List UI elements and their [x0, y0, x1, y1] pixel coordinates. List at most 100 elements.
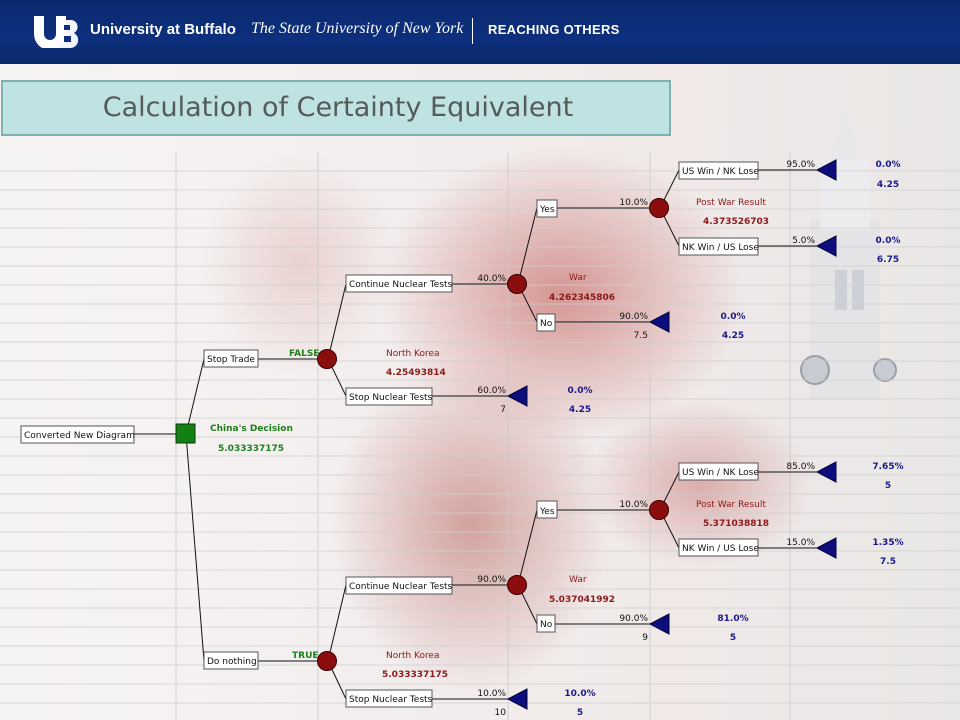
chance-node-war-bottom	[507, 575, 527, 595]
chance-value-post-war-top: 4.373526703	[703, 217, 769, 227]
value-no-bottom: 9	[642, 633, 648, 643]
branch-do-nothing: Do nothing	[207, 657, 257, 667]
chance-value-war-bottom: 5.037041992	[549, 595, 615, 605]
chance-name-post-war-top: Post War Result	[696, 198, 766, 208]
suny-name: The State University of New York	[251, 20, 464, 37]
terminal-triangle	[815, 159, 837, 181]
prob-nk-win-bottom: 15.0%	[786, 538, 815, 548]
payoff-stop-tests-bottom: 5	[577, 708, 583, 718]
chance-node-post-war-bottom	[649, 500, 669, 520]
bottom-no-box	[536, 614, 556, 633]
path-prob-stop-tests-top: 0.0%	[568, 386, 593, 396]
root-label-box	[20, 425, 135, 444]
prob-stop-tests-top: 60.0%	[477, 386, 506, 396]
prob-us-win-top: 95.0%	[786, 160, 815, 170]
header-tagline: REACHING OTHERS	[488, 22, 620, 37]
terminal-triangle	[648, 613, 670, 635]
top-stop-tests-box	[345, 387, 433, 406]
terminal-triangle	[815, 461, 837, 483]
decision-value: 5.033337175	[218, 444, 284, 454]
bottom-stop-tests-box	[345, 689, 433, 708]
path-prob-nk-win-bottom: 1.35%	[872, 538, 903, 548]
campus-background-photo	[0, 64, 960, 720]
payoff-nk-win-top: 6.75	[877, 255, 899, 265]
path-prob-nk-win-top: 0.0%	[876, 236, 901, 246]
payoff-us-win-bottom: 5	[885, 481, 891, 491]
top-no-box	[536, 313, 556, 332]
chance-name-north-korea-bottom: North Korea	[386, 651, 440, 661]
path-prob-us-win-top: 0.0%	[876, 160, 901, 170]
payoff-stop-tests-top: 4.25	[569, 405, 591, 415]
bottom-yes-box	[536, 500, 558, 519]
prob-stop-tests-bottom: 10.0%	[477, 689, 506, 699]
prob-no-top: 90.0%	[619, 312, 648, 322]
payoff-us-win-top: 4.25	[877, 180, 899, 190]
branch-yes-bottom: Yes	[539, 507, 555, 517]
flag-true: TRUE	[292, 651, 319, 661]
chance-node-north-korea-bottom	[317, 651, 337, 671]
path-prob-stop-tests-bottom: 10.0%	[564, 689, 595, 699]
top-yes-box	[536, 199, 558, 218]
top-continue-tests-box	[345, 274, 453, 293]
terminal-triangle	[506, 688, 528, 710]
terminal-triangle	[815, 537, 837, 559]
prob-nk-win-top: 5.0%	[792, 236, 815, 246]
slide-title-box: Calculation of Certainty Equivalent	[1, 80, 671, 136]
path-prob-us-win-bottom: 7.65%	[872, 462, 903, 472]
payoff-nk-win-bottom: 7.5	[880, 557, 896, 567]
prob-continue-tests-bottom: 90.0%	[477, 575, 506, 585]
top-nk-win-box	[678, 237, 759, 256]
chance-node-north-korea-top	[317, 349, 337, 369]
branch-continue-tests-top: Continue Nuclear Tests	[349, 280, 453, 290]
bottom-nk-win-box	[678, 538, 759, 557]
slide-title: Calculation of Certainty Equivalent	[102, 92, 574, 123]
branch-no-top: No	[540, 319, 553, 329]
prob-yes-top: 10.0%	[619, 198, 648, 208]
bottom-us-win-box	[678, 462, 759, 481]
chance-value-post-war-bottom: 5.371038818	[703, 519, 769, 529]
prob-continue-tests-top: 40.0%	[477, 274, 506, 284]
branch-no-bottom: No	[540, 620, 553, 630]
value-stop-tests-top: 7	[500, 405, 506, 415]
flag-false: FALSE	[289, 349, 319, 359]
bottom-continue-tests-box	[345, 576, 453, 595]
root-label: Converted New Diagram	[24, 431, 135, 441]
decision-node-square	[175, 423, 196, 444]
chance-name-war-top: War	[569, 273, 587, 283]
branch-stop-tests-top: Stop Nuclear Tests	[349, 393, 433, 403]
payoff-no-top: 4.25	[722, 331, 744, 341]
terminal-triangle	[648, 311, 670, 333]
branch-stop-tests-bottom: Stop Nuclear Tests	[349, 695, 433, 705]
terminal-triangle	[506, 385, 528, 407]
do-nothing-box	[203, 651, 259, 670]
ub-logo	[34, 16, 79, 48]
prob-no-bottom: 90.0%	[619, 614, 648, 624]
chance-name-north-korea-top: North Korea	[386, 349, 440, 359]
header-divider	[472, 18, 473, 44]
prob-yes-bottom: 10.0%	[619, 500, 648, 510]
branch-us-win-bottom: US Win / NK Lose	[682, 468, 759, 478]
prob-us-win-bottom: 85.0%	[786, 462, 815, 472]
path-prob-no-bottom: 81.0%	[717, 614, 748, 624]
spreadsheet-grid	[0, 152, 960, 720]
university-name: University at Buffalo	[90, 21, 236, 38]
value-stop-tests-bottom: 10	[495, 708, 507, 718]
branch-continue-tests-bottom: Continue Nuclear Tests	[349, 582, 453, 592]
branch-yes-top: Yes	[539, 205, 555, 215]
chance-node-war-top	[507, 274, 527, 294]
chance-value-north-korea-bottom: 5.033337175	[382, 670, 448, 680]
university-header-bar: University at Buffalo The State Universi…	[0, 0, 960, 64]
chance-name-post-war-bottom: Post War Result	[696, 500, 766, 510]
chance-value-north-korea-top: 4.25493814	[386, 368, 446, 378]
path-prob-no-top: 0.0%	[721, 312, 746, 322]
branch-nk-win-bottom: NK Win / US Lose	[682, 544, 759, 554]
decision-name: China's Decision	[210, 424, 293, 434]
payoff-no-bottom: 5	[730, 633, 736, 643]
chance-value-war-top: 4.262345806	[549, 293, 615, 303]
branch-us-win-top: US Win / NK Lose	[682, 167, 759, 177]
branch-stop-trade: Stop Trade	[207, 355, 255, 365]
terminal-triangle	[815, 235, 837, 257]
chance-name-war-bottom: War	[569, 575, 587, 585]
top-us-win-box	[678, 161, 759, 180]
